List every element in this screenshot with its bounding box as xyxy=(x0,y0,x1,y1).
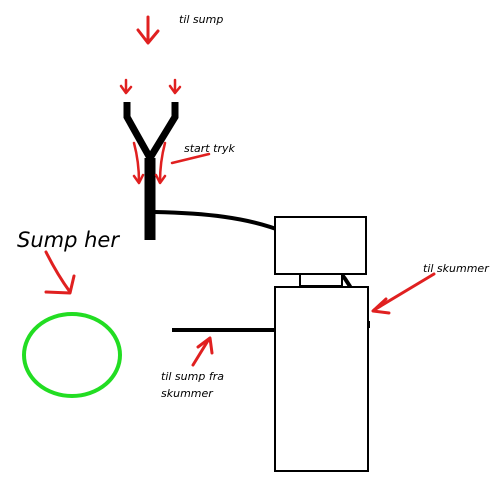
sump-circle xyxy=(22,312,122,398)
arrow-inlet-left xyxy=(119,78,133,95)
arrow-top-down xyxy=(136,15,160,45)
arrow-inlet-right xyxy=(168,78,182,95)
arrow-flow-right xyxy=(154,141,167,185)
skimmer xyxy=(274,216,369,472)
arrow-sump-her xyxy=(44,250,76,295)
skimmer-top-cup xyxy=(274,216,367,275)
skimmer-neck xyxy=(299,273,343,287)
label-til-sump: til sump xyxy=(179,13,223,26)
arrow-til-sump-fra-skummer xyxy=(191,336,214,367)
y-pipe-left-branch xyxy=(123,102,154,160)
arrow-start-tryk xyxy=(170,152,211,165)
y-pipe xyxy=(123,102,179,240)
arrow-flow-left xyxy=(132,141,145,185)
y-pipe-right-branch xyxy=(147,102,179,160)
arrows xyxy=(44,15,436,367)
label-til-sump-fra-line2: skummer xyxy=(161,387,214,400)
label-start-tryk: start tryk xyxy=(184,142,235,155)
skimmer-body xyxy=(274,286,369,472)
label-til-sump-fra-line1: til sump fra xyxy=(161,370,224,383)
label-sump-her: Sump her xyxy=(17,228,120,252)
label-til-skummer: til skummer xyxy=(423,262,490,275)
arrow-til-skummer xyxy=(371,272,436,315)
